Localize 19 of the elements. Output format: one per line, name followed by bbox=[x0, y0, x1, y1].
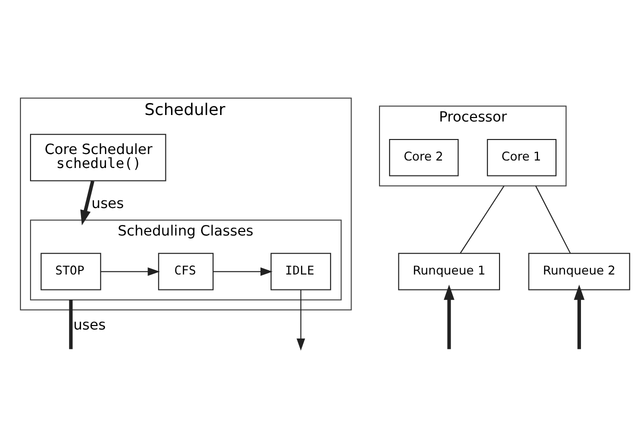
node-box: Runqueue 2 bbox=[528, 252, 630, 290]
node-box: IDLE bbox=[270, 252, 332, 290]
node-box: Core Scheduler schedule() bbox=[30, 133, 166, 181]
edge-label: uses bbox=[73, 316, 106, 333]
arrow bbox=[296, 289, 306, 350]
node-box: CFS bbox=[158, 252, 214, 290]
node-box: STOP bbox=[40, 252, 102, 290]
node-box: Runqueue 1 bbox=[398, 252, 500, 290]
arrow bbox=[100, 266, 160, 276]
node-box: Core 2 bbox=[389, 138, 459, 176]
connector bbox=[69, 299, 73, 349]
edge-label: uses bbox=[92, 196, 124, 212]
connector bbox=[460, 185, 504, 253]
node-box: Core 1 bbox=[486, 138, 556, 176]
arrow bbox=[80, 180, 94, 225]
arrow bbox=[213, 266, 273, 276]
arrow bbox=[574, 284, 584, 349]
arrow bbox=[444, 284, 454, 349]
connector bbox=[535, 185, 571, 253]
